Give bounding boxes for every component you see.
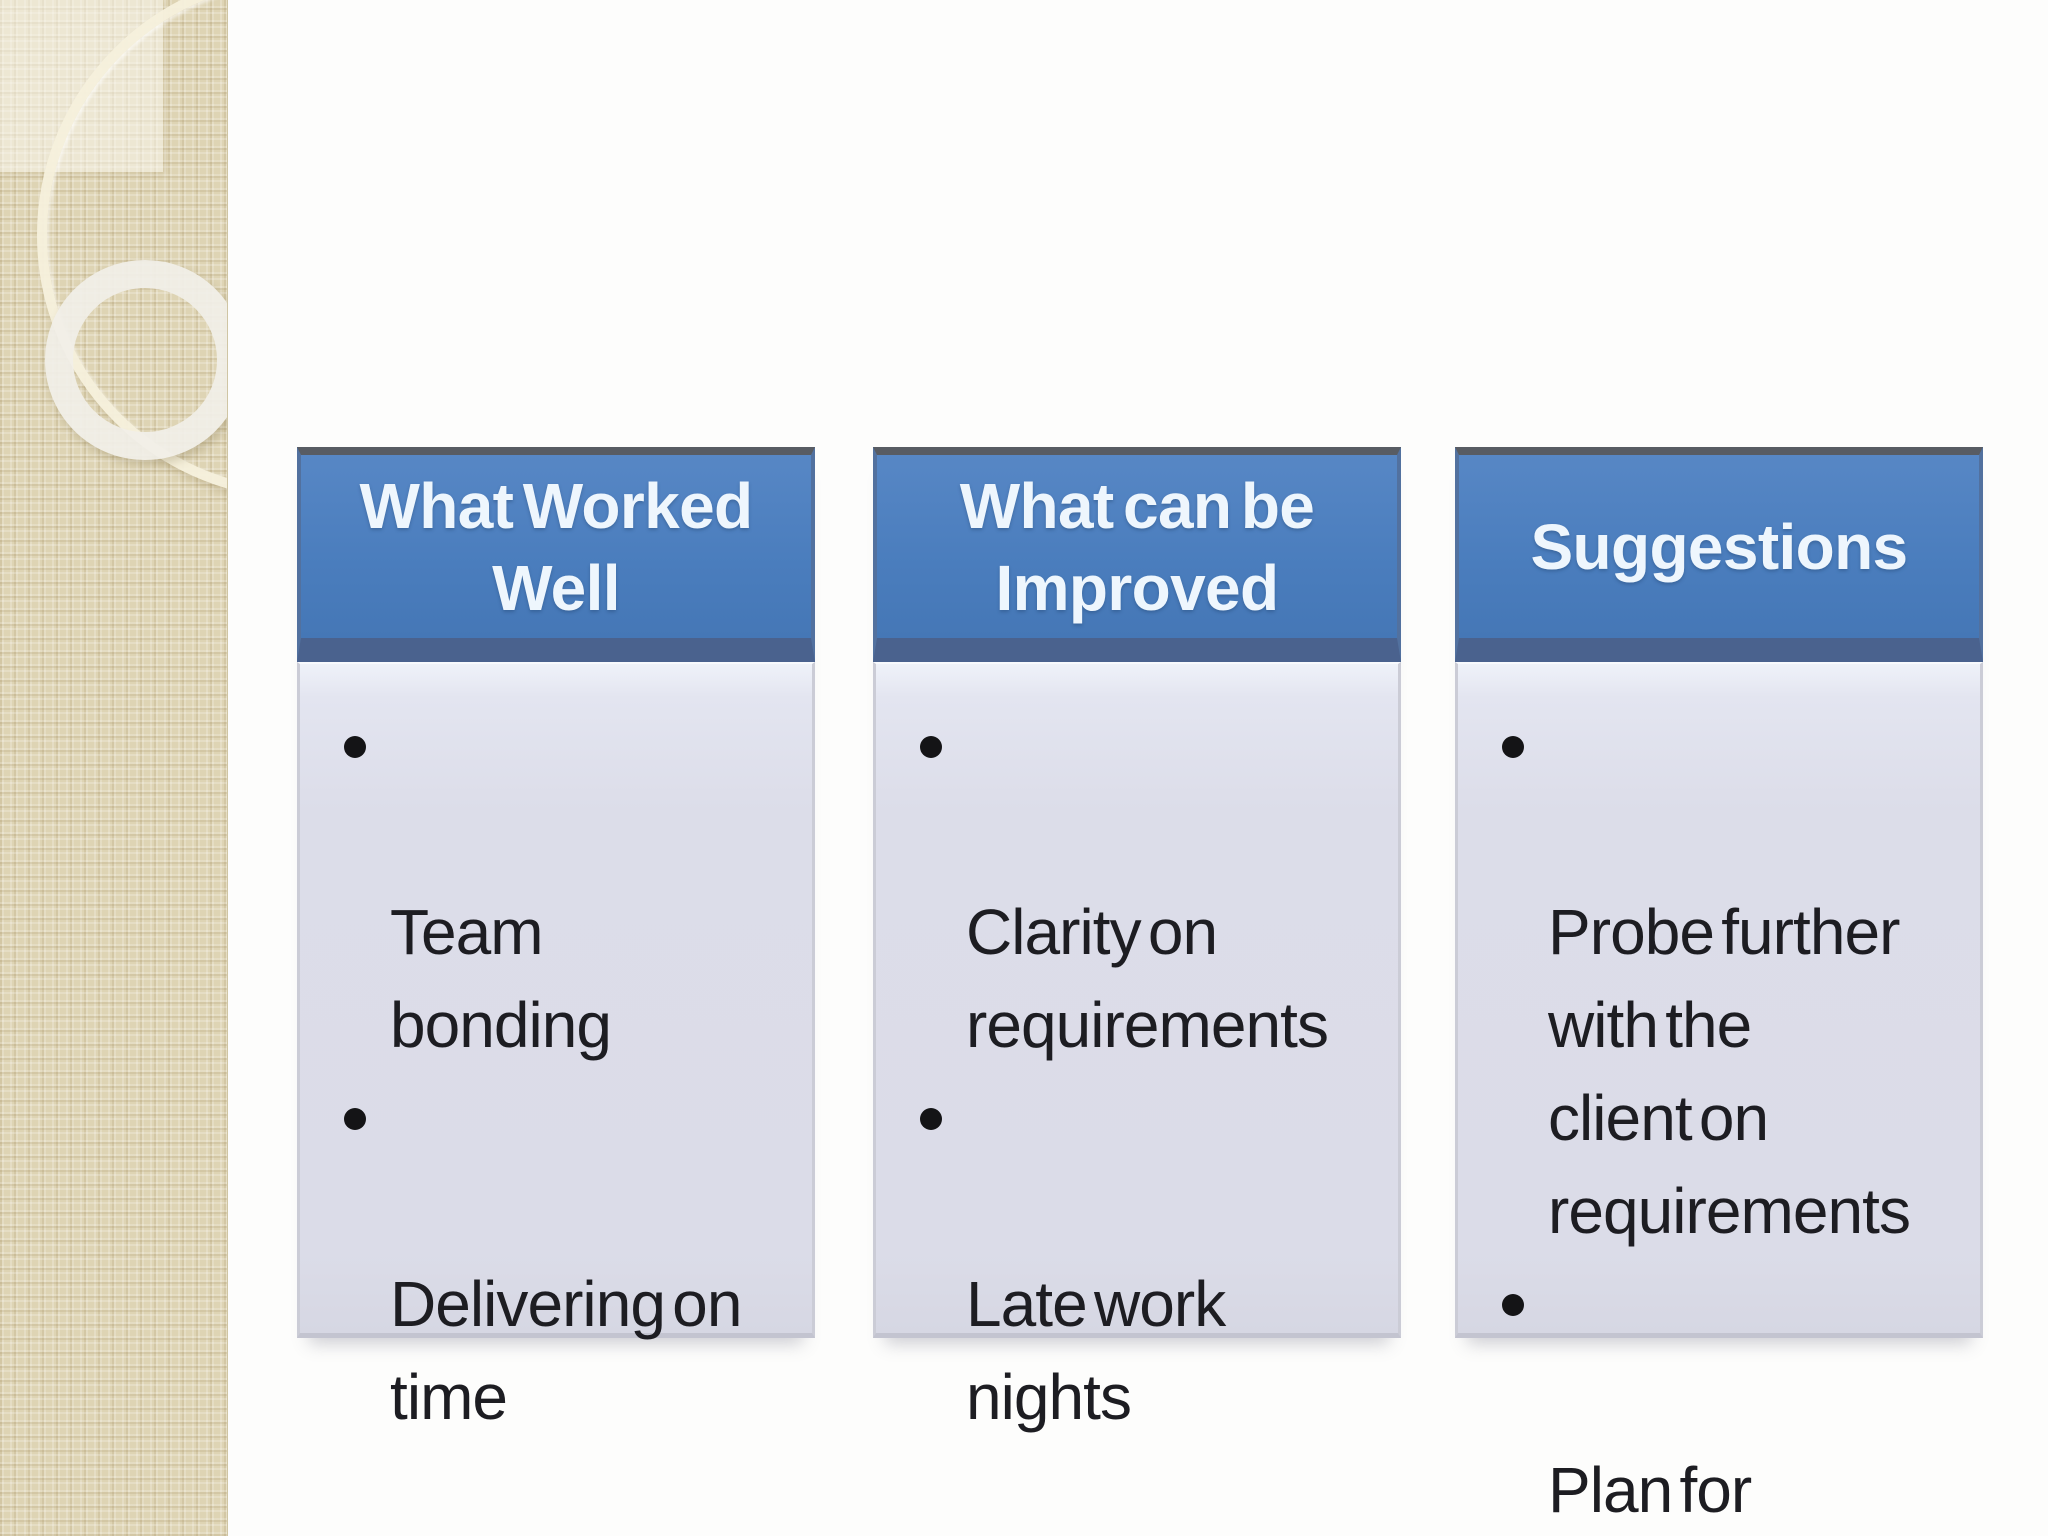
- card-body: Clarity on requirements Late work nights: [873, 662, 1401, 1433]
- bullet-item: Team bonding: [344, 700, 792, 1072]
- bullet-item: Delivering on time: [344, 1072, 792, 1444]
- bullet-text: Late work nights: [966, 1268, 1226, 1433]
- card-title: What can be Improved: [959, 469, 1315, 624]
- bullet-dot: [920, 736, 942, 758]
- card-header: Suggestions: [1455, 447, 1983, 662]
- bullet-item: Probe further with the client on require…: [1502, 700, 1960, 1258]
- bullet-list: Team bonding Delivering on time: [344, 700, 792, 1444]
- bullet-item: Clarity on requirements: [920, 700, 1378, 1072]
- bullet-dot: [920, 1108, 942, 1130]
- bullet-item: Late work nights: [920, 1072, 1378, 1444]
- card-body: Probe further with the client on require…: [1455, 662, 1983, 1526]
- bullet-list: Probe further with the client on require…: [1502, 700, 1960, 1536]
- card-what-can-be-improved: What can be Improved Clarity on requirem…: [873, 447, 1401, 1433]
- bullet-text: Team bonding: [390, 896, 612, 1061]
- card-what-worked-well: What Worked Well Team bonding Delivering…: [297, 447, 815, 1433]
- card-header: What Worked Well: [297, 447, 815, 662]
- card-title: Suggestions: [1530, 510, 1909, 583]
- bullet-dot: [1502, 1294, 1524, 1316]
- decor-ring-thick: [45, 260, 227, 460]
- bullet-text: Clarity on requirements: [966, 896, 1329, 1061]
- card-suggestions: Suggestions Probe further with the clien…: [1455, 447, 1983, 1526]
- card-header: What can be Improved: [873, 447, 1401, 662]
- bullet-text: Plan for fewer stroypoints: [1548, 1454, 1752, 1526]
- bullet-text: Delivering on time: [390, 1268, 742, 1433]
- card-title: What Worked Well: [359, 469, 754, 624]
- bullet-list: Clarity on requirements Late work nights: [920, 700, 1378, 1444]
- bullet-item: Plan for fewer stroypoints: [1502, 1258, 1960, 1536]
- sidebar-texture: [0, 0, 228, 1536]
- bullet-dot: [344, 736, 366, 758]
- bullet-dot: [344, 1108, 366, 1130]
- bullet-dot: [1502, 736, 1524, 758]
- card-body: Team bonding Delivering on time: [297, 662, 815, 1433]
- bullet-text: Probe further with the client on require…: [1548, 896, 1911, 1247]
